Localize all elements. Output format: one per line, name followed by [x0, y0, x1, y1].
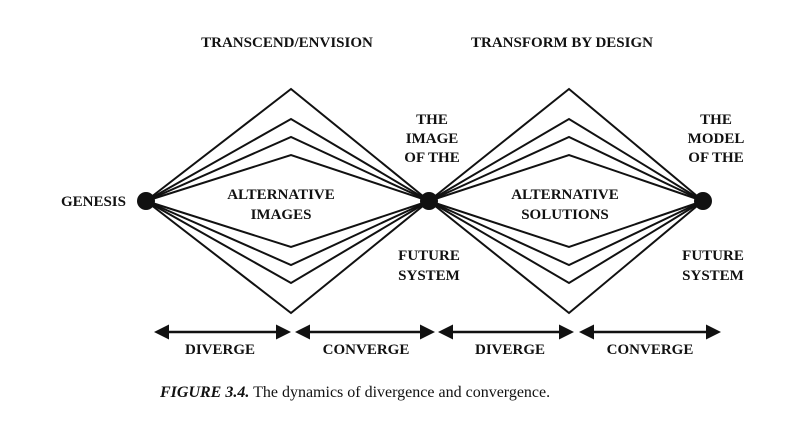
genesis-label: GENESIS — [61, 194, 126, 210]
left-diamond-upper-line-4 — [145, 153, 430, 202]
left-diamond-lower-line-1 — [145, 200, 430, 315]
right-diamond-upper-line-4 — [428, 153, 704, 202]
right-diamond-lower-line-3 — [428, 200, 704, 267]
right-diamond-upper-line-3 — [428, 135, 704, 202]
alternative-images-line-1: ALTERNATIVE — [227, 187, 335, 203]
phase-label-diverge-2: DIVERGE — [475, 342, 545, 358]
image-future-line-2: SYSTEM — [398, 268, 460, 284]
right-diamond-lower-line-2 — [428, 200, 704, 285]
left-diamond-lines — [145, 87, 430, 315]
heading-transcend-envision: TRANSCEND/ENVISION — [201, 35, 373, 51]
caption-number: FIGURE 3.4. — [159, 384, 249, 401]
caption-text: The dynamics of divergence and convergen… — [249, 384, 550, 401]
model-node — [694, 192, 712, 210]
right-diamond-lines — [428, 87, 704, 315]
right-diamond-upper-line-1 — [428, 87, 704, 202]
model-label-line-3: OF THE — [688, 150, 743, 166]
model-future-line-1: FUTURE — [682, 248, 744, 264]
image-node — [420, 192, 438, 210]
model-label-line-2: MODEL — [688, 131, 745, 147]
figure-caption: FIGURE 3.4. The dynamics of divergence a… — [159, 384, 550, 401]
model-future-line-2: SYSTEM — [682, 268, 744, 284]
left-diamond-upper-line-2 — [145, 117, 430, 202]
image-label-line-3: OF THE — [404, 150, 459, 166]
right-diamond-lower-line-1 — [428, 200, 704, 315]
image-future-line-1: FUTURE — [398, 248, 460, 264]
alternative-images-line-2: IMAGES — [251, 207, 312, 223]
model-label-line-1: THE — [700, 112, 732, 128]
phase-label-diverge-1: DIVERGE — [185, 342, 255, 358]
phase-label-converge-2: CONVERGE — [607, 342, 694, 358]
left-diamond-lower-line-2 — [145, 200, 430, 285]
genesis-node — [137, 192, 155, 210]
left-diamond-upper-line-3 — [145, 135, 430, 202]
left-diamond-upper-line-1 — [145, 87, 430, 202]
left-diamond-lower-line-4 — [145, 200, 430, 249]
image-label-line-2: IMAGE — [406, 131, 459, 147]
heading-transform-by-design: TRANSFORM BY DESIGN — [471, 35, 653, 51]
left-diamond-lower-line-3 — [145, 200, 430, 267]
phase-label-converge-1: CONVERGE — [323, 342, 410, 358]
image-label-line-1: THE — [416, 112, 448, 128]
alternative-solutions-line-2: SOLUTIONS — [521, 207, 609, 223]
alternative-solutions-line-1: ALTERNATIVE — [511, 187, 619, 203]
right-diamond-upper-line-2 — [428, 117, 704, 202]
right-diamond-lower-line-4 — [428, 200, 704, 249]
